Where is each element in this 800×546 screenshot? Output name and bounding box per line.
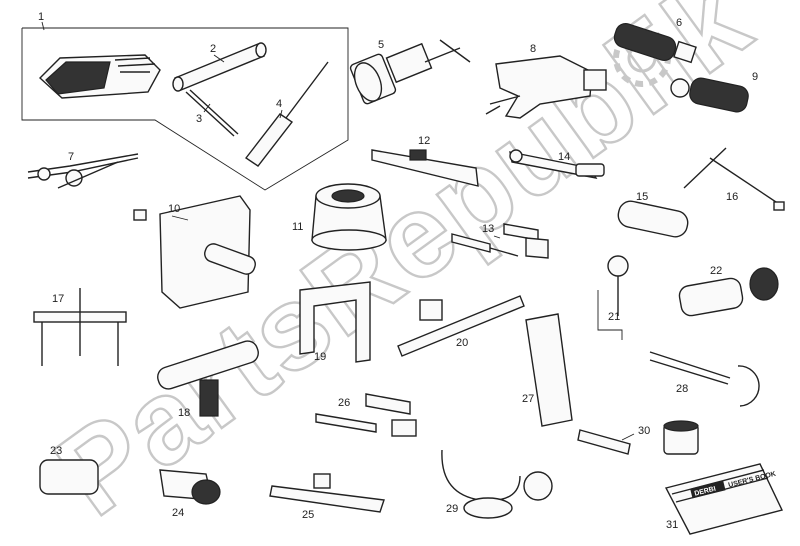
part-19-bracket — [299, 281, 371, 363]
callout-13: 13 — [482, 223, 494, 235]
callout-30: 30 — [638, 425, 650, 437]
part-2-box-spanner — [172, 42, 267, 92]
part-23-socket — [39, 459, 99, 495]
tool-kit-outline — [21, 21, 349, 191]
part-15-sleeve-tool — [617, 200, 689, 238]
callout-23: 23 — [50, 445, 62, 457]
part-10-support-plate — [133, 195, 256, 309]
part-6-cylinder-tool — [613, 23, 697, 64]
part-14-link-wrench — [509, 149, 605, 179]
callout-4: 4 — [276, 98, 282, 110]
part-9-cylinder-tool — [670, 77, 749, 113]
part-31-users-book: DERBI USER'S BOOK — [664, 463, 783, 535]
callout-28: 28 — [676, 383, 688, 395]
callout-31: 31 — [666, 519, 678, 531]
callout-11: 11 — [292, 221, 303, 233]
callout-14: 14 — [558, 151, 570, 163]
callout-3: 3 — [196, 113, 202, 125]
callout-10: 10 — [168, 203, 180, 215]
callout-25: 25 — [302, 509, 314, 521]
part-28-hook-wrench — [649, 351, 760, 407]
part-1-tool-pouch — [38, 54, 161, 99]
callout-5: 5 — [378, 39, 384, 51]
callout-20: 20 — [456, 337, 468, 349]
callout-21: 21 — [608, 311, 620, 323]
callout-2: 2 — [210, 43, 216, 55]
callout-7: 7 — [68, 151, 74, 163]
part-7-fork-tool — [27, 153, 139, 189]
callout-24: 24 — [172, 507, 184, 519]
part-3-tommy-bar — [185, 89, 239, 137]
part-24-clamp — [159, 469, 221, 505]
callout-19: 19 — [314, 351, 326, 363]
callout-9: 9 — [752, 71, 758, 83]
part-12-holding-bar — [371, 149, 479, 187]
part-30-spark-plug-tool — [577, 420, 699, 455]
callout-29: 29 — [446, 503, 458, 515]
callout-16: 16 — [726, 191, 738, 203]
callout-18: 18 — [178, 407, 190, 419]
book-brand-badge — [690, 480, 726, 499]
part-22-sleeves — [678, 267, 779, 317]
callout-1: 1 — [38, 11, 44, 23]
callout-22: 22 — [710, 265, 722, 277]
part-27-strap-tool — [525, 313, 573, 427]
part-21-dial-gauge — [597, 255, 629, 340]
part-29-puller-assembly — [441, 449, 553, 519]
part-5-socket-tool — [349, 39, 471, 105]
part-11-drum-tool — [311, 183, 387, 251]
part-16-t-bar — [683, 147, 785, 211]
part-20-clamp-bar — [397, 295, 525, 357]
callout-27: 27 — [522, 393, 534, 405]
callout-26: 26 — [338, 397, 350, 409]
part-26-drift-pins — [315, 393, 417, 437]
callout-12: 12 — [418, 135, 430, 147]
part-8-puller-tool — [485, 55, 607, 119]
callout-6: 6 — [676, 17, 682, 29]
callout-17: 17 — [52, 293, 64, 305]
part-13-drift-pins — [451, 223, 549, 259]
part-25-holding-plate — [269, 473, 385, 513]
part-18-t-handle — [157, 340, 259, 417]
callout-labels: 1 2 3 4 5 6 7 8 9 10 11 12 13 14 15 16 1… — [38, 11, 758, 531]
part-4-screwdriver — [244, 61, 329, 167]
part-17-two-leg-puller — [33, 288, 127, 366]
callout-8: 8 — [530, 43, 536, 55]
leader-lines — [171, 54, 635, 441]
callout-15: 15 — [636, 191, 648, 203]
